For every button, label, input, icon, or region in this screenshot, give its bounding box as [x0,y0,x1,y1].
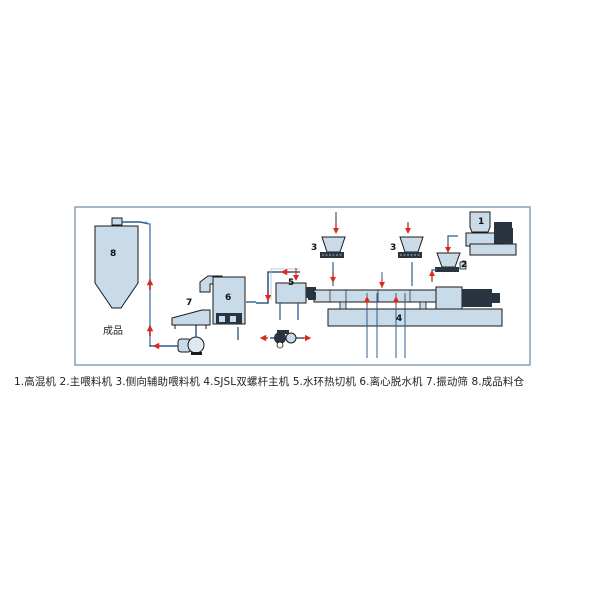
blower [177,336,205,355]
label-3b: 3 [390,243,396,253]
side-feeder-3b: 3 [390,222,424,286]
main-feeder-2: 2 [435,252,467,272]
legend-caption: 1.高混机 2.主喂料机 3.侧向辅助喂料机 4.SJSL双螺杆主机 5.水环热… [14,376,525,388]
high-speed-mixer-1: 1 [465,211,517,256]
label-4: 4 [396,314,402,324]
label-6: 6 [225,293,231,303]
water-pump [270,330,304,349]
side-feeder-3a: 3 [311,212,346,286]
label-3a: 3 [311,243,317,253]
centrifugal-dryer-6: 6 [199,275,246,325]
vibrating-screen-7: 7 [171,298,211,329]
label-7: 7 [186,298,192,308]
product-label: 成品 [103,325,123,337]
label-5: 5 [288,278,294,288]
label-8: 8 [110,249,116,259]
label-2: 2 [461,260,467,270]
label-1: 1 [478,217,484,227]
